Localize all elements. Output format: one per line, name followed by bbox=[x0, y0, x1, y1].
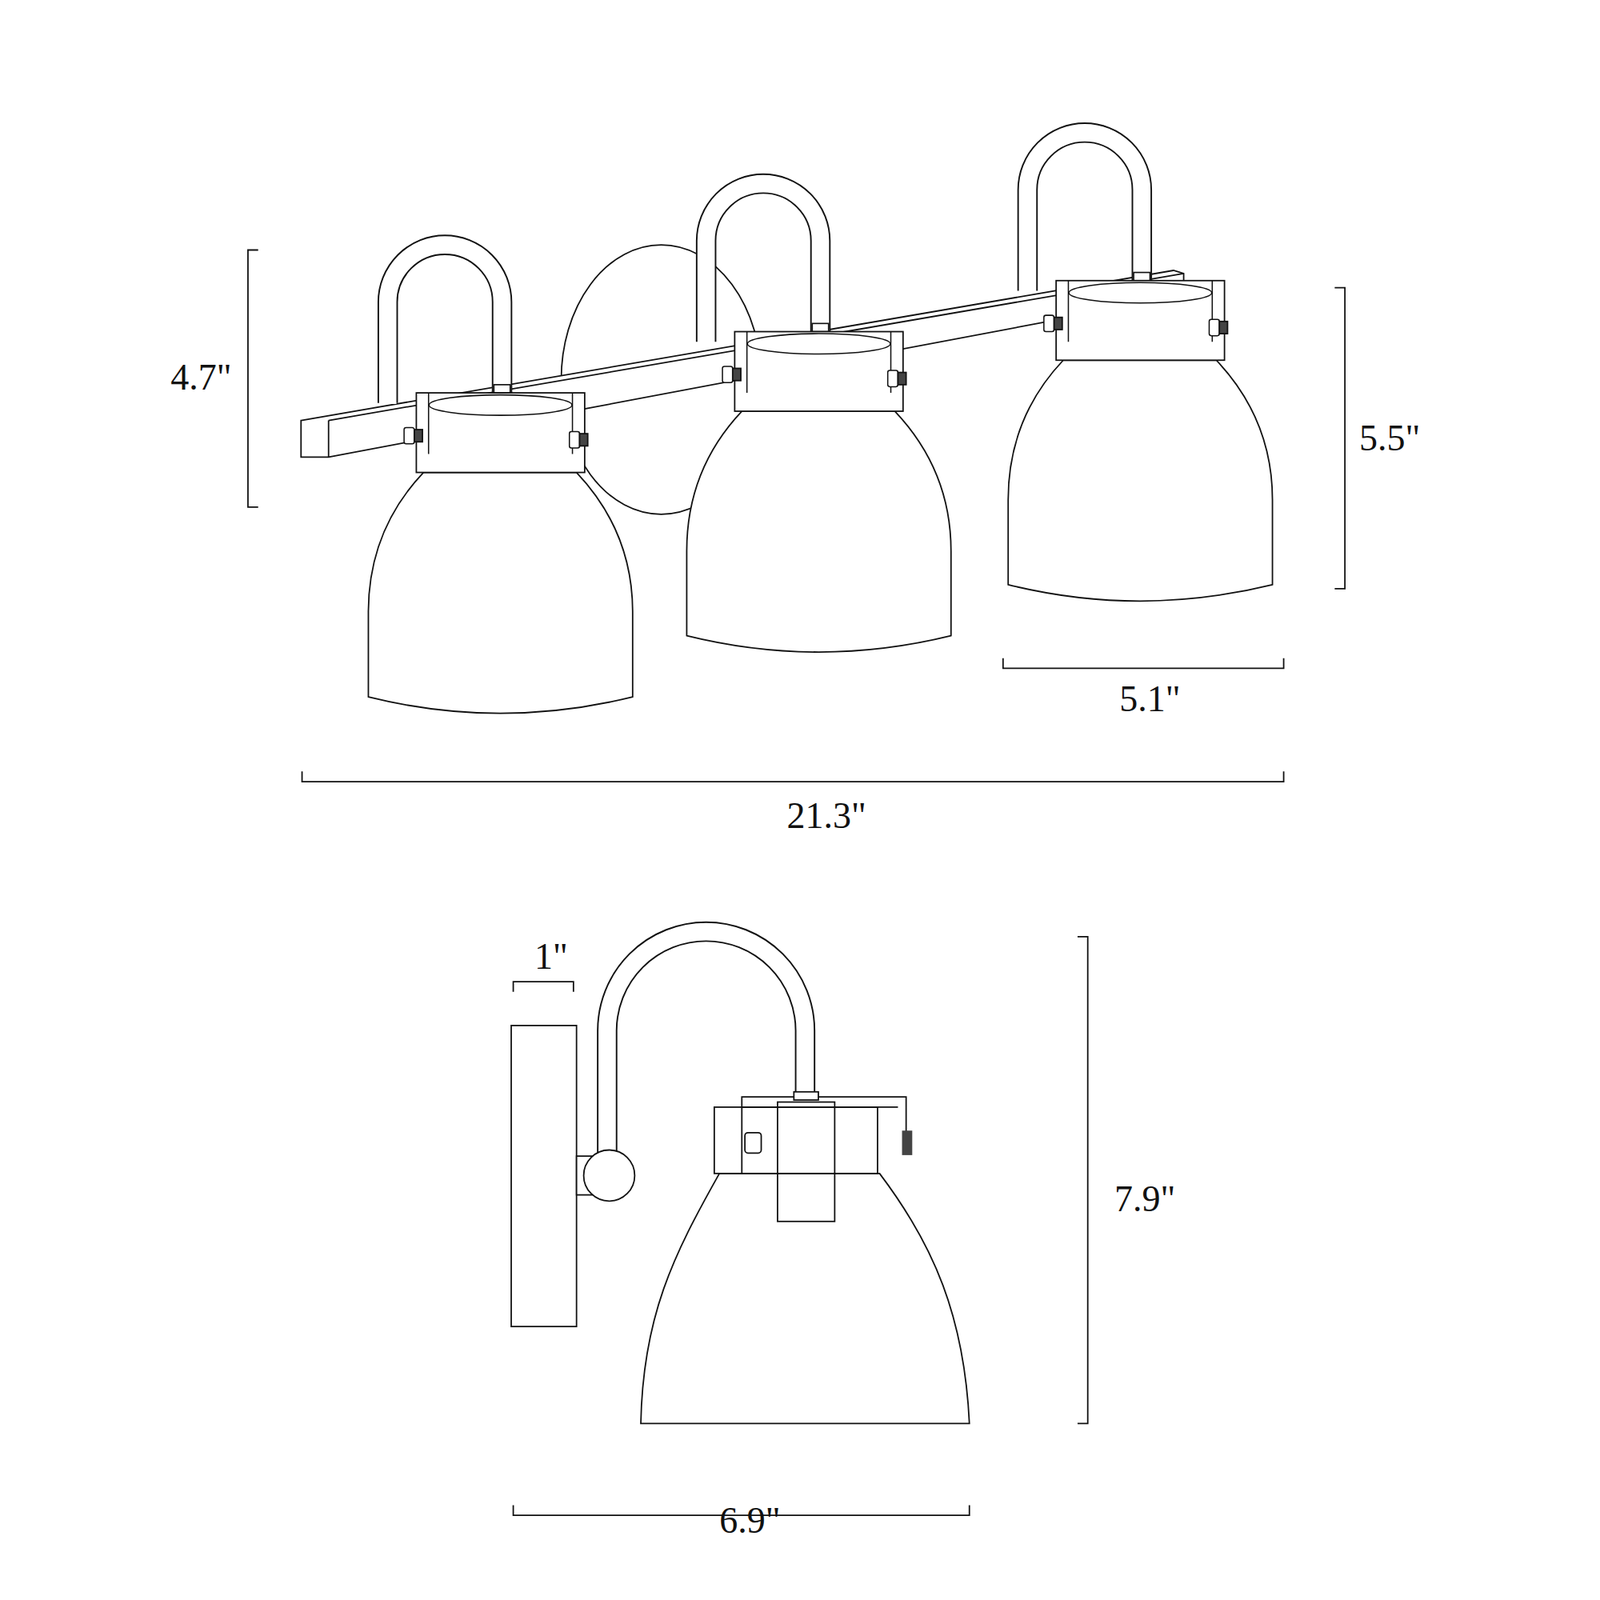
lamp-shade bbox=[1008, 132, 1272, 601]
dimension-lines bbox=[248, 250, 1345, 1516]
dimension-label: 4.7" bbox=[170, 359, 232, 396]
dimension-label: 5.1" bbox=[1119, 680, 1180, 718]
dimension-label: 5.5" bbox=[1359, 420, 1420, 457]
dimension-label: 21.3" bbox=[787, 797, 867, 835]
front-view bbox=[300, 132, 1272, 714]
dimension-label: 1" bbox=[534, 938, 568, 976]
dimension-label: 6.9" bbox=[719, 1502, 780, 1540]
side-shade bbox=[640, 1173, 970, 1424]
side-view bbox=[511, 932, 970, 1424]
lamp-shade bbox=[368, 244, 632, 713]
dimension-label: 7.9" bbox=[1114, 1180, 1176, 1218]
wall-plate bbox=[511, 1025, 577, 1327]
lamp-shade bbox=[686, 184, 951, 652]
